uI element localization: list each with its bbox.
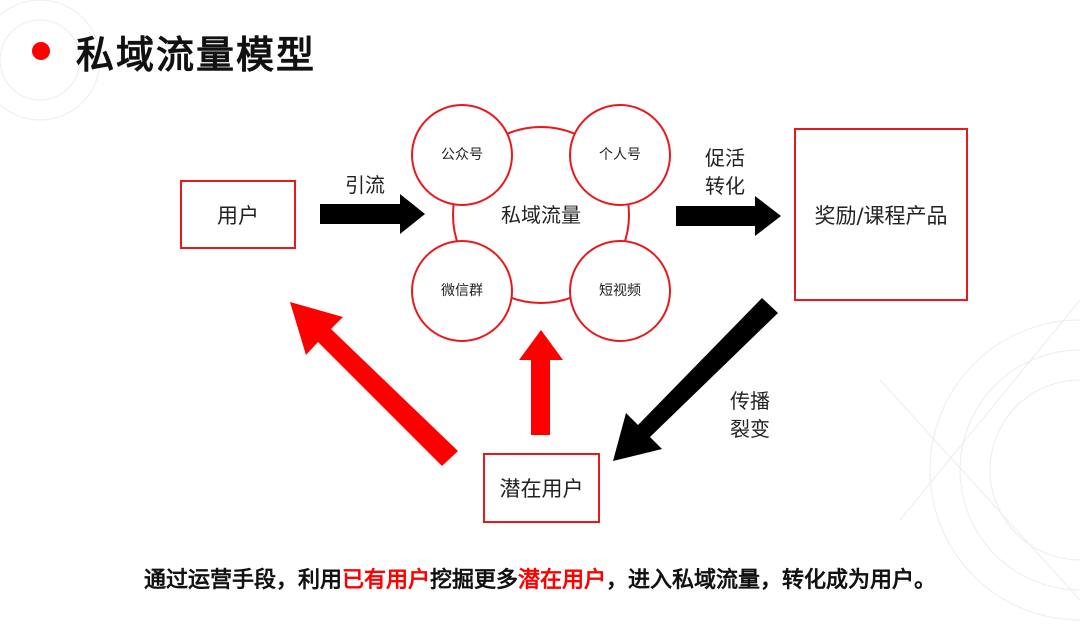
node-potential-user: 潜在用户 (483, 453, 600, 523)
channel-circle (569, 104, 671, 206)
arrow-user-to-center (320, 194, 425, 234)
edge-label-activate-2: 转化 (705, 174, 745, 198)
node-user: 用户 (180, 180, 296, 249)
page-title: 私域流量模型 (76, 33, 317, 77)
node-reward: 奖励/课程产品 (794, 128, 968, 301)
summary-highlight: 潜在用户 (518, 568, 607, 593)
summary-highlight: 已有用户 (341, 568, 430, 593)
channel-circle (411, 240, 513, 342)
edge-label-spread-2: 裂变 (730, 417, 770, 441)
edge-label-spread-1: 传播 (730, 389, 770, 413)
arrow-potential-to-center (519, 330, 563, 435)
arrow-reward-to-potential (613, 298, 778, 461)
arrow-center-to-reward (676, 196, 781, 236)
edge-label-activate-1: 促活 (705, 146, 745, 170)
channel-circle (569, 240, 671, 342)
channel-circle (411, 104, 513, 206)
decorative-network-background (0, 0, 1080, 621)
channel-label: 个人号 (599, 147, 641, 163)
edge-label-attract: 引流 (345, 173, 385, 197)
summary-text: 通过运营手段，利用已有用户挖掘更多潜在用户，进入私域流量，转化成为用户。 (0, 566, 1080, 596)
summary-part: 通过运营手段，利用 (143, 568, 342, 593)
summary-part: ，进入私域流量，转化成为用户。 (606, 568, 937, 593)
channel-label: 短视频 (599, 283, 641, 299)
summary-part: 挖掘更多 (429, 568, 518, 593)
channel-label: 公众号 (441, 147, 483, 163)
title-bullet (32, 42, 50, 60)
arrow-potential-to-user (290, 302, 458, 466)
center-label: 私域流量 (501, 203, 581, 227)
channel-label: 微信群 (441, 283, 483, 299)
